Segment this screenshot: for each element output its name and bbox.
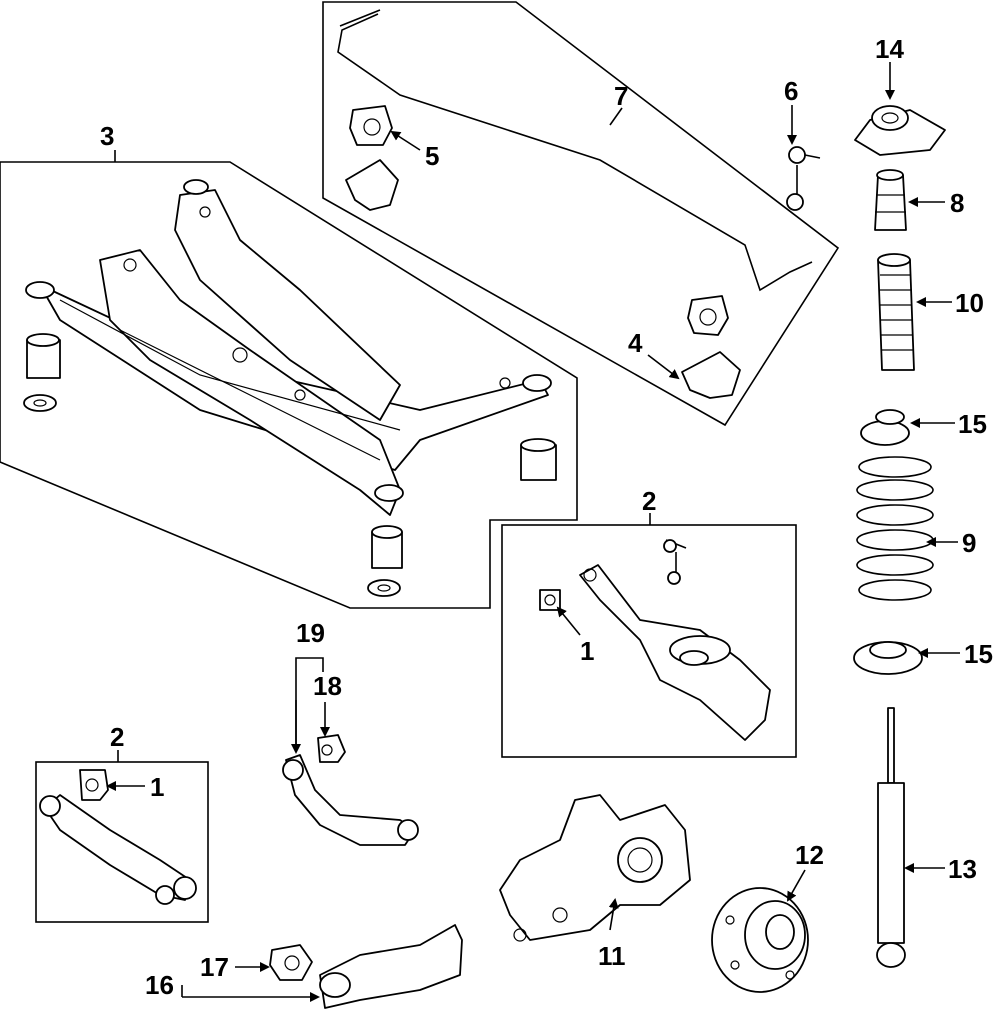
callout-2-left: 2 bbox=[110, 722, 124, 752]
rear-lower-arm-part bbox=[269, 924, 463, 1009]
dust-boot-part bbox=[877, 253, 915, 371]
leader-1-right bbox=[556, 606, 581, 636]
leader-11 bbox=[608, 898, 619, 931]
stabilizer-bar-part bbox=[337, 9, 813, 292]
callout-5: 5 bbox=[425, 141, 439, 171]
lower-control-arm-part bbox=[539, 539, 771, 741]
callout-13: 13 bbox=[948, 854, 977, 884]
crossmember-group-box bbox=[0, 161, 578, 609]
callout-14: 14 bbox=[875, 34, 904, 64]
upper-spring-seat-part bbox=[860, 409, 910, 446]
knuckle-part bbox=[499, 794, 691, 942]
stabilizer-group-box bbox=[322, 1, 840, 427]
callout-18: 18 bbox=[313, 671, 342, 701]
upper-link-group-box bbox=[35, 761, 209, 923]
callout-3: 3 bbox=[100, 121, 114, 151]
upper-arm-part bbox=[282, 734, 419, 846]
callout-7: 7 bbox=[614, 81, 628, 111]
lower-arm-group-box bbox=[501, 524, 797, 758]
callout-19: 19 bbox=[296, 618, 325, 648]
crossmember-part bbox=[23, 179, 557, 597]
callout-1-right: 1 bbox=[580, 636, 594, 666]
stabilizer-bushing-part bbox=[345, 105, 741, 399]
callout-4: 4 bbox=[628, 328, 643, 358]
callout-11: 11 bbox=[598, 941, 626, 971]
trailing-link-part bbox=[39, 769, 197, 905]
hub-bearing-part bbox=[711, 887, 809, 993]
stabilizer-link-part bbox=[786, 146, 821, 211]
callout-15-lower: 15 bbox=[964, 639, 993, 669]
bump-stop-part bbox=[874, 169, 907, 231]
leader-7 bbox=[609, 107, 623, 126]
callout-12: 12 bbox=[795, 840, 824, 870]
callout-10: 10 bbox=[955, 288, 984, 318]
callout-16: 16 bbox=[145, 970, 174, 1000]
callout-9: 9 bbox=[962, 528, 976, 558]
lower-spring-seat-part bbox=[853, 641, 923, 675]
callout-1-left: 1 bbox=[150, 772, 164, 802]
shock-absorber-part bbox=[876, 707, 906, 968]
callout-6: 6 bbox=[784, 76, 798, 106]
callout-17: 17 bbox=[200, 952, 229, 982]
callout-2-right: 2 bbox=[642, 486, 656, 516]
callout-15-upper: 15 bbox=[958, 409, 987, 439]
leader-5 bbox=[390, 130, 421, 151]
leader-12 bbox=[787, 869, 806, 902]
leader-4 bbox=[647, 354, 680, 380]
coil-spring-part bbox=[856, 456, 934, 601]
strut-mount-part bbox=[854, 105, 946, 156]
callout-8: 8 bbox=[950, 188, 964, 218]
